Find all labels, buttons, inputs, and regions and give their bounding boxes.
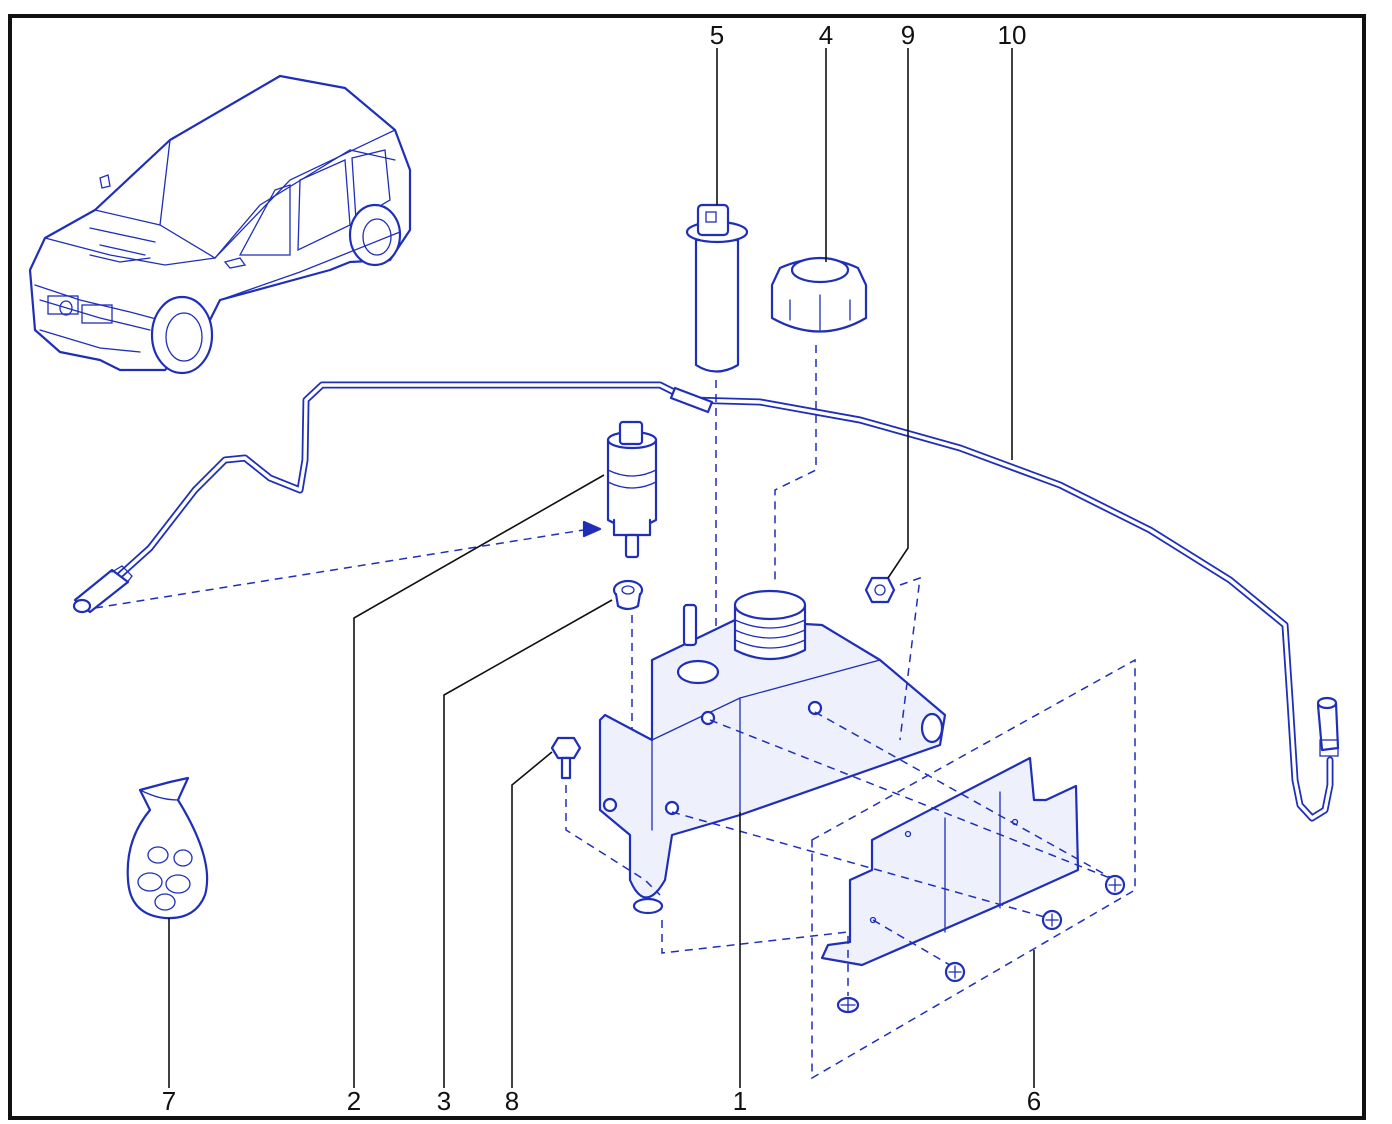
level-sensor xyxy=(685,203,749,660)
callout-6: 6 xyxy=(1027,1086,1041,1116)
shield-screw xyxy=(1041,909,1063,931)
callout-7: 7 xyxy=(162,1086,176,1116)
washer-hose xyxy=(72,381,1340,822)
pump-grommet xyxy=(612,579,644,740)
callout-2: 2 xyxy=(347,1086,361,1116)
mounting-bolt xyxy=(550,736,661,896)
diagram-frame xyxy=(8,14,1366,1120)
callout-10: 10 xyxy=(998,20,1027,50)
splash-shield xyxy=(661,658,1136,1080)
callout-9: 9 xyxy=(901,20,915,50)
callout-5: 5 xyxy=(710,20,724,50)
washer-reservoir xyxy=(598,589,947,915)
shield-screw xyxy=(1104,874,1126,896)
shield-screw xyxy=(836,996,860,1014)
callout-1: 1 xyxy=(733,1086,747,1116)
leader-lines xyxy=(168,48,1035,1088)
callout-8: 8 xyxy=(505,1086,519,1116)
washer-pump xyxy=(94,420,658,609)
screw-bag xyxy=(126,776,209,920)
callout-4: 4 xyxy=(819,20,833,50)
shield-screw xyxy=(944,961,966,983)
callout-3: 3 xyxy=(437,1086,451,1116)
filler-cap xyxy=(770,256,868,580)
car-illustration xyxy=(28,74,412,375)
callout-labels: 5 4 9 10 7 2 3 8 1 6 xyxy=(162,20,1041,1116)
mounting-nut xyxy=(864,576,921,741)
